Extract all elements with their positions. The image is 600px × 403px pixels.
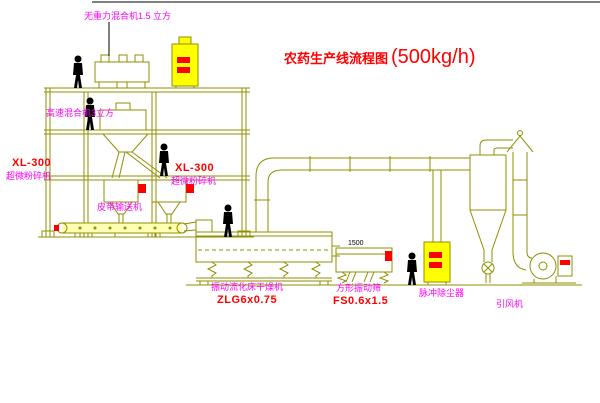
- dimension-label: 1500: [348, 240, 364, 247]
- worker-figure: [407, 252, 417, 285]
- dust-collector-right-label-marks: [429, 252, 442, 268]
- label-belt-conveyor: 皮带输送机: [97, 202, 143, 212]
- diagram-title: 农药生产线流程图 (500kg/h): [284, 46, 476, 69]
- exhaust-duct: [254, 156, 470, 232]
- worker-figure: [73, 55, 83, 88]
- exhaust-stack: [506, 130, 534, 252]
- diagram-title-text: 农药生产线流程图: [284, 51, 389, 66]
- belt-conveyor: [54, 221, 197, 237]
- fan-motor: [560, 260, 570, 265]
- screen-vibrator-motor: [385, 251, 392, 261]
- conveyor-drive: [54, 225, 59, 231]
- cyclone-separator: [469, 139, 513, 283]
- mill-right: [151, 179, 194, 223]
- label-gravity-mixer: 无重力混合机1.5 立方: [84, 11, 172, 21]
- label-screen-name: 方形振动筛: [336, 283, 382, 293]
- label-dust-collector: 脉冲除尘器: [419, 288, 465, 298]
- vibrating-screen: [335, 247, 393, 284]
- induced-draft-fan: [512, 251, 576, 284]
- label-high-speed-mixer: 高速混合机3立方: [46, 108, 115, 118]
- label-mill-right-name: 超微粉碎机: [171, 176, 217, 186]
- dust-collector-top: [171, 36, 199, 88]
- worker-figure: [159, 143, 169, 176]
- label-mill-right-model: XL-300: [175, 162, 215, 174]
- mill-left: [103, 179, 146, 223]
- label-dryer-name: 振动流化床干燥机: [211, 282, 284, 292]
- gravity-mixer: [94, 54, 150, 89]
- label-screen-model: FS0.6x1.5: [333, 295, 389, 307]
- fluid-bed-dryer: [195, 219, 340, 286]
- label-mill-left-name: 超微粉碎机: [6, 171, 52, 181]
- diagram-title-capacity: (500kg/h): [391, 46, 476, 68]
- mill-left-motor: [138, 184, 146, 193]
- dust-collector-right: [423, 170, 451, 285]
- high-speed-mixer: [99, 102, 168, 179]
- mill-right-motor: [186, 184, 194, 193]
- label-induced-fan: 引风机: [496, 299, 524, 309]
- label-dryer-model: ZLG6x0.75: [217, 294, 278, 306]
- label-mill-left-model: XL-300: [12, 157, 52, 169]
- dust-collector-top-label-marks: [177, 57, 190, 73]
